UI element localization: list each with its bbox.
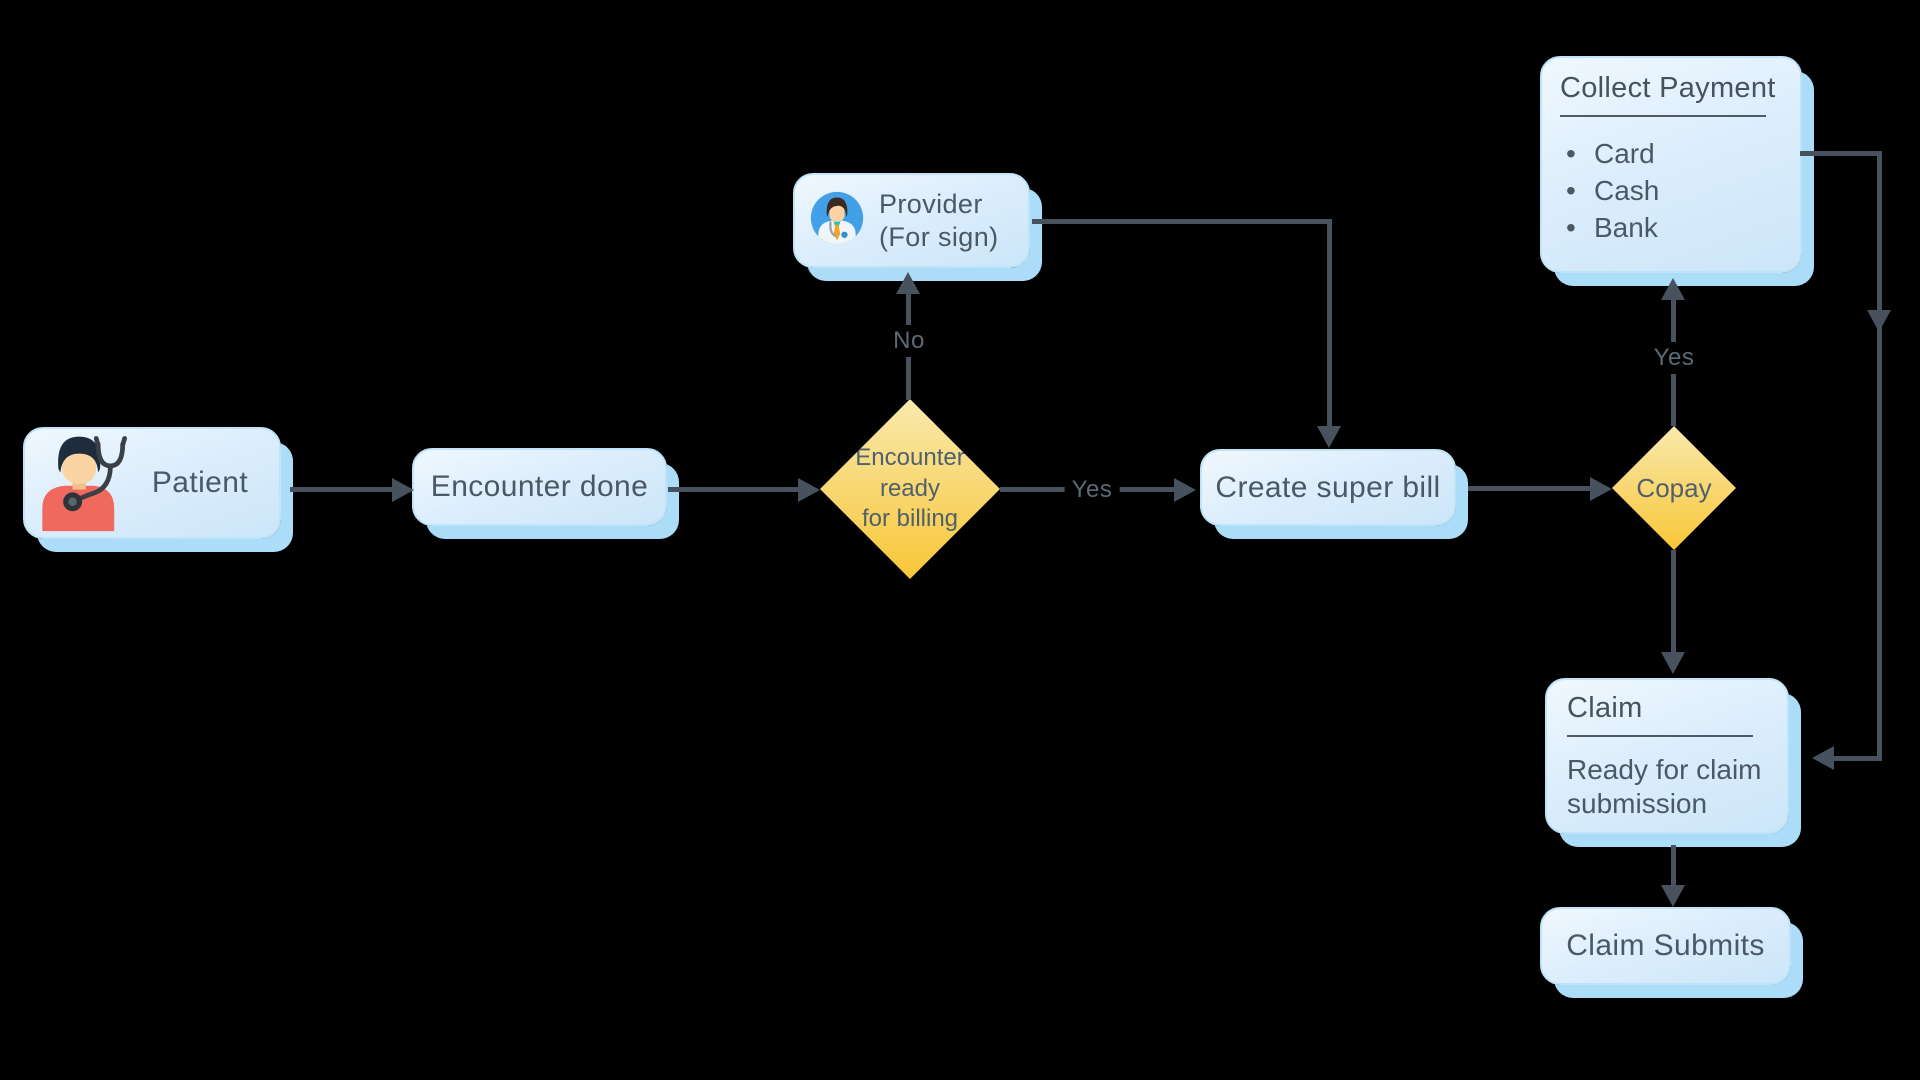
provider-label-line1: Provider bbox=[879, 188, 983, 219]
provider-node: Provider (For sign) bbox=[793, 173, 1030, 268]
edge-encounter-to-decision bbox=[668, 487, 798, 492]
collect-payment-divider bbox=[1560, 115, 1767, 117]
create-super-bill-node: Create super bill bbox=[1200, 449, 1456, 526]
payment-method-cash: Cash bbox=[1560, 172, 1782, 209]
billing-decision-diamond: Encounter ready for billing bbox=[820, 399, 1000, 579]
patient-label: Patient bbox=[151, 466, 249, 499]
claim-submits-node: Claim Submits bbox=[1540, 907, 1791, 985]
edge-collect-to-claim-v bbox=[1877, 151, 1882, 761]
edge-copay-to-claim bbox=[1671, 550, 1676, 652]
arrowhead-copay-yes-to-collect bbox=[1661, 278, 1685, 300]
payment-methods-list: Card Cash Bank bbox=[1560, 135, 1782, 246]
arrowhead-provider-to-superbill bbox=[1317, 426, 1341, 448]
payment-method-bank: Bank bbox=[1560, 209, 1782, 246]
edge-patient-to-encounter bbox=[290, 487, 392, 492]
edge-provider-to-superbill-v bbox=[1327, 219, 1332, 426]
edge-label-yes-billing: Yes bbox=[1064, 474, 1120, 506]
create-super-bill-label: Create super bill bbox=[1215, 470, 1441, 504]
patient-node: Patient bbox=[23, 427, 281, 539]
payment-method-card: Card bbox=[1560, 135, 1782, 172]
arrowhead-patient-to-encounter bbox=[392, 478, 414, 502]
claim-submits-label: Claim Submits bbox=[1566, 929, 1765, 962]
arrowhead-copay-to-claim bbox=[1661, 652, 1685, 674]
provider-label-line2: (For sign) bbox=[879, 221, 999, 252]
provider-label: Provider (For sign) bbox=[879, 188, 999, 254]
arrowhead-superbill-to-copay bbox=[1590, 477, 1612, 501]
collect-payment-node: Collect Payment Card Cash Bank bbox=[1540, 56, 1802, 273]
copay-label: Copay bbox=[1636, 472, 1712, 503]
arrowhead-decision-yes-to-superbill bbox=[1174, 478, 1196, 502]
billing-decision-line3: for billing bbox=[861, 505, 959, 533]
arrowhead-collect-to-claim-mid bbox=[1867, 310, 1891, 332]
edge-label-no: No bbox=[886, 325, 932, 357]
arrowhead-encounter-to-decision bbox=[798, 478, 820, 502]
encounter-done-node: Encounter done bbox=[412, 448, 667, 526]
claim-description: Ready for claim submission bbox=[1567, 754, 1762, 819]
doctor-icon bbox=[809, 190, 865, 251]
copay-decision-diamond: Copay bbox=[1612, 426, 1736, 550]
billing-decision-line1: Encounter bbox=[855, 443, 965, 471]
edge-claim-to-submits bbox=[1671, 845, 1676, 885]
edge-label-yes-copay: Yes bbox=[1646, 342, 1702, 374]
edge-superbill-to-copay bbox=[1468, 486, 1590, 491]
collect-payment-title: Collect Payment bbox=[1560, 72, 1776, 104]
arrowhead-claim-to-submits bbox=[1661, 885, 1685, 907]
arrowhead-decision-no-to-provider bbox=[896, 272, 920, 294]
edge-collect-to-claim-h1 bbox=[1800, 151, 1882, 156]
edge-provider-to-superbill-h bbox=[1032, 219, 1332, 224]
edge-collect-to-claim-h2 bbox=[1834, 756, 1882, 761]
claim-node: Claim Ready for claim submission bbox=[1545, 678, 1789, 834]
patient-stethoscope-icon bbox=[31, 429, 135, 538]
billing-decision-label: Encounter ready for billing bbox=[855, 443, 964, 535]
claim-divider bbox=[1567, 735, 1753, 737]
claim-title: Claim bbox=[1567, 692, 1643, 724]
billing-decision-line2: ready bbox=[879, 474, 941, 502]
arrowhead-collect-to-claim bbox=[1812, 746, 1834, 770]
encounter-done-label: Encounter done bbox=[430, 470, 649, 503]
